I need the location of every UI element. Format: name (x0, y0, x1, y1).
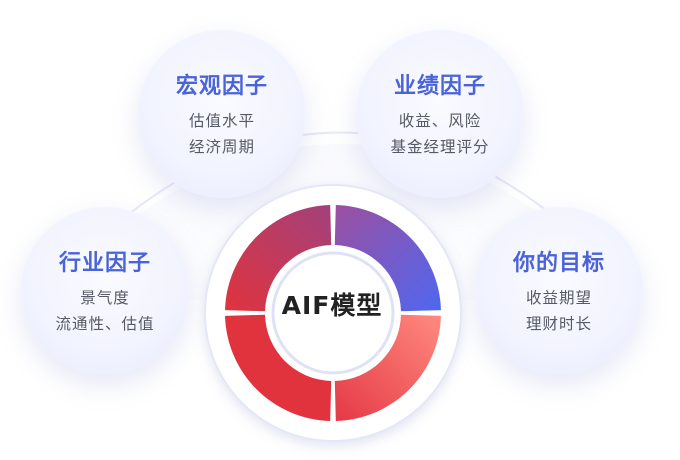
goal-factor-circle: 你的目标 收益期望 理财时长 (475, 207, 643, 375)
performance-factor-title: 业绩因子 (393, 74, 486, 99)
goal-factor-line-2: 理财时长 (525, 315, 592, 333)
industry-factor-line-1: 景气度 (80, 289, 130, 307)
ring-segment-top-right (334, 205, 441, 312)
goal-factor-line-1: 收益期望 (525, 289, 592, 307)
industry-factor-line-2: 流通性、估值 (55, 315, 155, 333)
industry-factor-title: 行业因子 (58, 251, 151, 276)
macro-factor-line-1: 估值水平 (188, 112, 255, 130)
performance-factor-circle: 业绩因子 收益、风险 基金经理评分 (356, 30, 524, 198)
ring-segment-top-left (225, 205, 332, 312)
macro-factor-line-2: 经济周期 (188, 138, 255, 156)
ring-segment-bottom-right (334, 314, 441, 421)
industry-factor-circle: 行业因子 景气度 流通性、估值 (21, 207, 189, 375)
center-label: AIF模型 (281, 291, 383, 320)
goal-factor-title: 你的目标 (512, 251, 605, 276)
ring-segment-bottom-left (225, 314, 332, 421)
center-disk (271, 251, 395, 375)
performance-factor-line-2: 基金经理评分 (390, 138, 490, 156)
macro-factor-title: 宏观因子 (175, 74, 268, 99)
performance-factor-line-1: 收益、风险 (398, 112, 482, 130)
macro-factor-circle: 宏观因子 估值水平 经济周期 (138, 30, 306, 198)
